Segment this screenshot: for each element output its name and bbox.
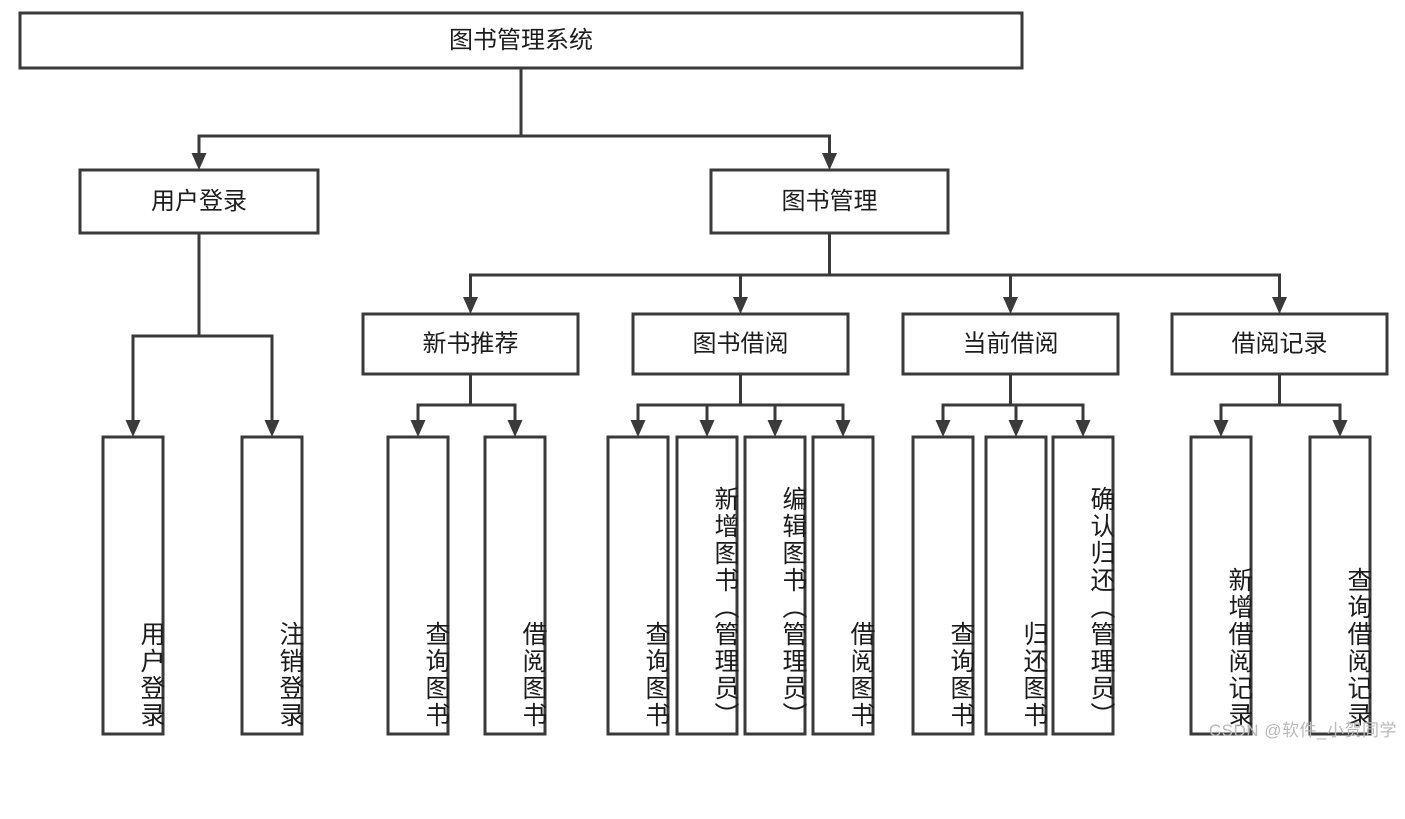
node-leaf-borrow-query-book[interactable] <box>606 435 670 736</box>
arrow-head-icon <box>935 420 951 437</box>
node-box[interactable] <box>101 435 165 736</box>
arrow-head-icon <box>1075 420 1091 437</box>
node-box[interactable] <box>675 435 739 736</box>
node-borrow-record[interactable]: 借阅记录 <box>1170 312 1389 376</box>
node-leaf-confirm-return-admin[interactable] <box>1051 435 1115 736</box>
node-leaf-rec-query-book[interactable] <box>386 435 450 736</box>
edges-layer <box>125 66 1348 437</box>
arrow-head-icon <box>1213 420 1229 437</box>
node-current-borrow[interactable]: 当前借阅 <box>901 312 1120 376</box>
node-label: 图书管理 <box>782 188 878 215</box>
arrow-head-icon <box>410 420 426 437</box>
arrow-head-icon <box>191 153 207 170</box>
arrow-head-icon <box>507 420 523 437</box>
node-leaf-cur-query-book[interactable] <box>911 435 975 736</box>
node-box[interactable] <box>743 435 807 736</box>
node-label: 图书管理系统 <box>449 27 593 54</box>
arrow-head-icon <box>1003 297 1018 314</box>
node-box[interactable] <box>984 435 1048 736</box>
arrow-head-icon <box>835 420 851 437</box>
arrow-head-icon <box>1332 420 1348 437</box>
arrow-head-icon <box>125 420 141 437</box>
arrow-head-icon <box>1272 297 1287 314</box>
csdn-watermark: CSDN @软件_小贺同学 <box>1208 721 1397 740</box>
node-label: 借阅记录 <box>1232 330 1328 357</box>
arrow-head-icon <box>822 153 837 170</box>
node-leaf-logout[interactable] <box>240 435 304 736</box>
arrow-head-icon <box>463 297 478 314</box>
arrow-head-icon <box>630 420 646 437</box>
node-label: 新书推荐 <box>423 330 519 357</box>
node-leaf-rec-borrow-book[interactable] <box>483 435 547 736</box>
node-leaf-edit-book-admin[interactable] <box>743 435 807 736</box>
node-box[interactable] <box>78 168 320 235</box>
node-box[interactable] <box>606 435 670 736</box>
node-box[interactable] <box>18 11 1024 70</box>
node-box[interactable] <box>1170 312 1389 376</box>
node-box[interactable] <box>483 435 547 736</box>
node-box[interactable] <box>811 435 875 736</box>
arrow-head-icon <box>699 420 715 437</box>
node-root[interactable]: 图书管理系统 <box>18 11 1024 70</box>
node-leaf-return-book[interactable] <box>984 435 1048 736</box>
node-box[interactable] <box>240 435 304 736</box>
arrow-head-icon <box>1008 420 1024 437</box>
node-label: 用户登录 <box>151 188 247 215</box>
node-box[interactable] <box>361 312 580 376</box>
node-label: 图书借阅 <box>693 330 789 357</box>
node-box[interactable] <box>911 435 975 736</box>
node-box[interactable] <box>901 312 1120 376</box>
arrow-head-icon <box>733 297 748 314</box>
node-book-borrow[interactable]: 图书借阅 <box>631 312 850 376</box>
diagram-canvas: 图书管理系统用户登录图书管理新书推荐图书借阅当前借阅借阅记录 用户登录注销登录查… <box>18 11 1397 740</box>
arrow-head-icon <box>264 420 280 437</box>
node-box[interactable] <box>631 312 850 376</box>
node-leaf-user-login[interactable] <box>101 435 165 736</box>
node-box[interactable] <box>386 435 450 736</box>
node-leaf-add-borrow-record[interactable] <box>1189 435 1253 736</box>
node-label: 当前借阅 <box>963 330 1059 357</box>
node-box[interactable] <box>709 168 950 235</box>
node-box[interactable] <box>1189 435 1253 736</box>
node-book-manage[interactable]: 图书管理 <box>709 168 950 235</box>
arrow-head-icon <box>767 420 783 437</box>
node-leaf-query-borrow-record[interactable] <box>1308 435 1372 736</box>
node-leaf-add-book-admin[interactable] <box>675 435 739 736</box>
node-box[interactable] <box>1051 435 1115 736</box>
node-box[interactable] <box>1308 435 1372 736</box>
node-user-login[interactable]: 用户登录 <box>78 168 320 235</box>
node-new-book-recommend[interactable]: 新书推荐 <box>361 312 580 376</box>
node-leaf-borrow-book[interactable] <box>811 435 875 736</box>
